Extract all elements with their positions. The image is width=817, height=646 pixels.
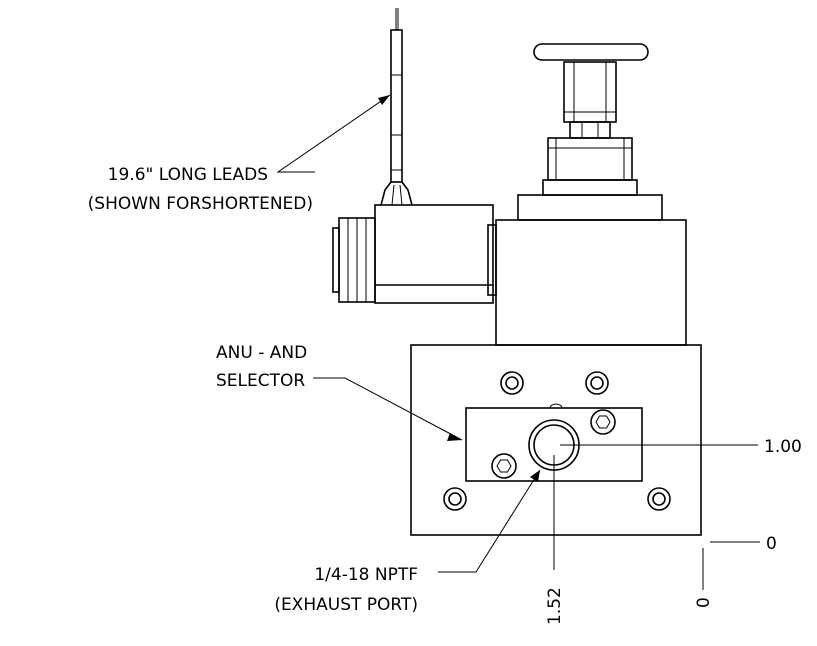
lead-wires	[380, 8, 413, 206]
selector-screw-upper	[590, 409, 616, 435]
selector-screw-lower	[491, 453, 517, 479]
selector-callout-line2: SELECTOR	[216, 371, 305, 391]
dimension-port-height: 1.00	[764, 437, 802, 457]
valve-body	[495, 219, 687, 346]
port-callout-line1: 1/4-18 NPTF	[314, 565, 418, 585]
push-button	[533, 43, 649, 181]
dimension-base-zero-horizontal: 0	[766, 534, 777, 554]
dimension-lines	[553, 444, 760, 590]
screw-top-right	[585, 371, 609, 395]
port-callout-line2: (EXHAUST PORT)	[274, 595, 418, 615]
screw-top-left	[500, 371, 524, 395]
leads-callout-line2: (SHOWN FORSHORTENED)	[88, 194, 313, 214]
leader-lines	[276, 94, 541, 573]
solenoid-coil	[332, 204, 497, 304]
leads-callout-line1: 19.6" LONG LEADS	[108, 165, 268, 185]
dimension-base-zero-vertical: 0	[694, 597, 714, 608]
selector-callout-line1: ANU - AND	[216, 343, 307, 363]
mounting-flange	[517, 179, 663, 221]
mounting-screws	[443, 371, 671, 511]
screw-bottom-right	[647, 487, 671, 511]
dimension-port-offset: 1.52	[545, 587, 565, 625]
base-block	[410, 344, 702, 536]
screw-bottom-left	[443, 487, 467, 511]
